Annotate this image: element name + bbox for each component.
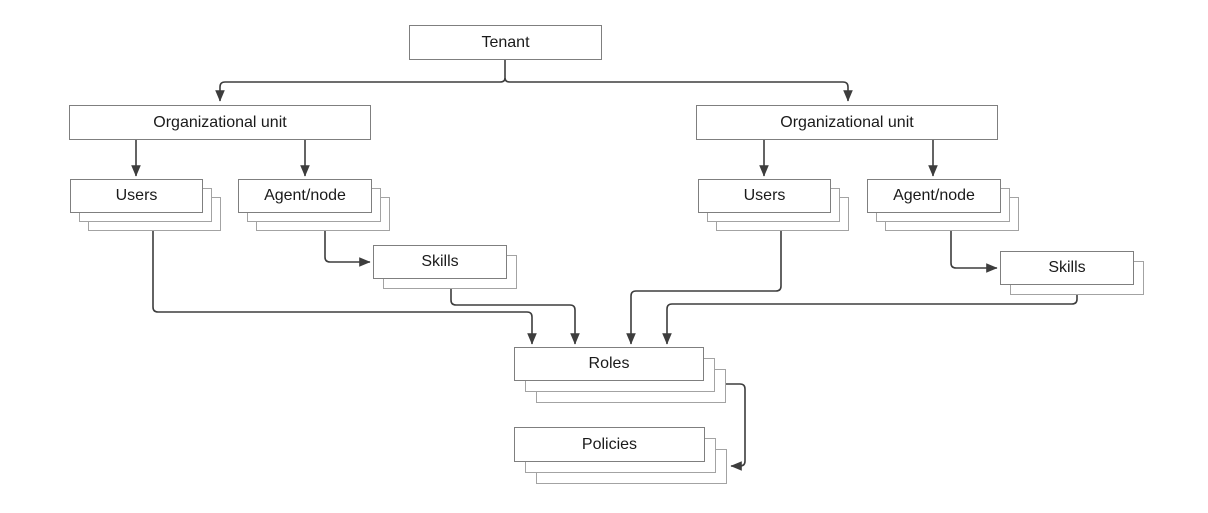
node-agent-node-left: Agent/node	[238, 179, 390, 231]
node-label: Skills	[1048, 259, 1086, 276]
node-label: Skills	[421, 253, 459, 270]
edge-skills-right-roles	[662, 295, 1078, 345]
node-box: Agent/node	[238, 179, 372, 213]
node-label: Organizational unit	[780, 113, 914, 131]
node-box: Tenant	[409, 25, 602, 60]
node-label: Agent/node	[264, 187, 346, 204]
node-org-unit-right: Organizational unit	[696, 105, 998, 140]
node-skills-right: Skills	[1000, 251, 1144, 295]
node-org-unit-left: Organizational unit	[69, 105, 371, 140]
node-box: Roles	[514, 347, 704, 381]
node-box: Users	[698, 179, 831, 213]
node-users-left: Users	[70, 179, 221, 231]
node-skills-left: Skills	[373, 245, 517, 289]
edge-users-right-roles	[626, 231, 782, 345]
node-label: Users	[115, 187, 158, 204]
node-label: Agent/node	[893, 187, 975, 204]
node-label: Policies	[581, 435, 638, 453]
edge-roles-policies	[726, 383, 746, 471]
edge-tenant-org-unit-left	[215, 77, 506, 102]
node-box: Policies	[514, 427, 705, 462]
edge-agent-node-right-skills-right	[950, 231, 998, 273]
edge-agent-node-left-skills-left	[324, 231, 371, 267]
edge-tenant-org-unit-right	[504, 77, 853, 102]
node-roles: Roles	[514, 347, 726, 403]
node-box: Organizational unit	[696, 105, 998, 140]
node-tenant: Tenant	[409, 25, 602, 60]
node-box: Users	[70, 179, 203, 213]
node-agent-node-right: Agent/node	[867, 179, 1019, 231]
node-label: Roles	[588, 355, 630, 372]
node-label: Users	[743, 187, 786, 204]
edge-skills-left-roles	[450, 289, 580, 345]
node-box: Skills	[1000, 251, 1134, 285]
node-box: Skills	[373, 245, 507, 279]
node-users-right: Users	[698, 179, 849, 231]
node-label: Organizational unit	[153, 113, 287, 131]
node-box: Organizational unit	[69, 105, 371, 140]
node-label: Tenant	[481, 33, 530, 51]
node-policies: Policies	[514, 427, 727, 484]
node-box: Agent/node	[867, 179, 1001, 213]
